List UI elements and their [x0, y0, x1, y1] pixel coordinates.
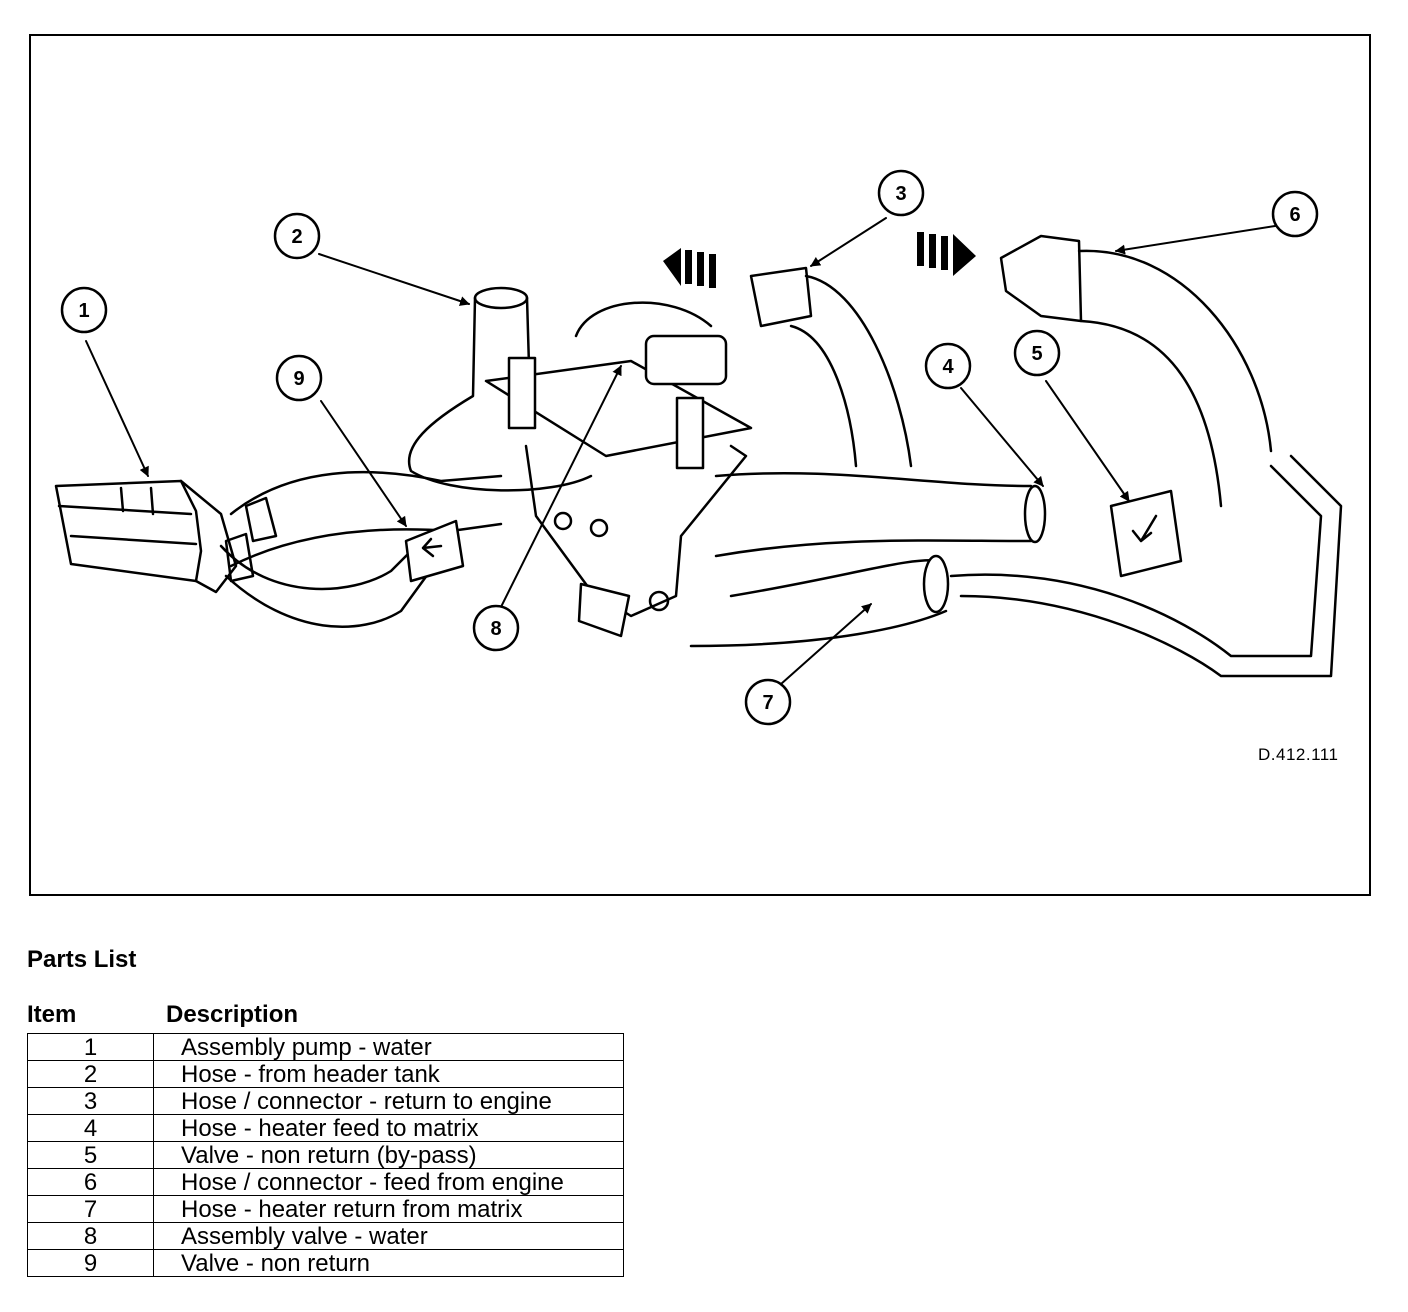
hose-3-drawing [749, 266, 913, 468]
callout-5-label: 5 [1031, 343, 1042, 365]
flow-arrow-right [917, 232, 976, 276]
callout-7-label: 7 [762, 692, 773, 714]
item-description: Valve - non return [153, 1249, 624, 1277]
water-pump-drawing [54, 479, 238, 594]
callout-8: 8 [472, 604, 520, 652]
item-number: 7 [27, 1195, 154, 1223]
item-number: 2 [27, 1060, 154, 1088]
callout-3: 3 [877, 169, 925, 217]
item-number: 6 [27, 1168, 154, 1196]
callout-8-label: 8 [490, 618, 501, 640]
callout-7: 7 [744, 678, 792, 726]
figure-frame: 1 2 3 4 5 6 7 8 [29, 34, 1371, 896]
callout-1-label: 1 [78, 300, 89, 322]
callout-9-label: 9 [293, 368, 304, 390]
item-column-header: Item [27, 1001, 77, 1028]
item-description: Hose - heater return from matrix [153, 1195, 624, 1223]
item-description: Valve - non return (by-pass) [153, 1141, 624, 1169]
hose-2-drawing [407, 286, 593, 492]
item-number: 4 [27, 1114, 154, 1142]
item-description: Hose / connector - feed from engine [153, 1168, 624, 1196]
item-description: Assembly pump - water [153, 1033, 624, 1061]
parts-list-title: Parts List [27, 946, 137, 973]
hose-4-7-drawing [689, 454, 1343, 678]
item-description: Assembly valve - water [153, 1222, 624, 1250]
callout-1: 1 [60, 286, 108, 334]
description-column-header: Description [166, 1001, 299, 1028]
item-description: Hose - from header tank [153, 1060, 624, 1088]
callout-6-label: 6 [1289, 204, 1300, 226]
water-valve-drawing [484, 301, 753, 638]
item-number: 8 [27, 1222, 154, 1250]
figure-reference: D.412.111 [1258, 745, 1339, 764]
callout-4: 4 [924, 342, 972, 390]
item-number: 5 [27, 1141, 154, 1169]
callout-5: 5 [1013, 329, 1061, 377]
hose-9-drawing [219, 470, 503, 629]
flow-arrow-left [663, 248, 716, 288]
callout-9: 9 [275, 354, 323, 402]
item-number: 1 [27, 1033, 154, 1061]
callout-4-label: 4 [942, 356, 954, 378]
item-description: Hose - heater feed to matrix [153, 1114, 624, 1142]
callout-3-label: 3 [895, 183, 906, 205]
callout-6: 6 [1271, 190, 1319, 238]
leader-lines [85, 217, 1276, 685]
callout-2: 2 [273, 212, 321, 260]
item-number: 3 [27, 1087, 154, 1115]
item-number: 9 [27, 1249, 154, 1277]
cooling-hose-diagram: 1 2 3 4 5 6 7 8 [54, 169, 1343, 726]
callout-2-label: 2 [291, 226, 302, 248]
item-description: Hose / connector - return to engine [153, 1087, 624, 1115]
